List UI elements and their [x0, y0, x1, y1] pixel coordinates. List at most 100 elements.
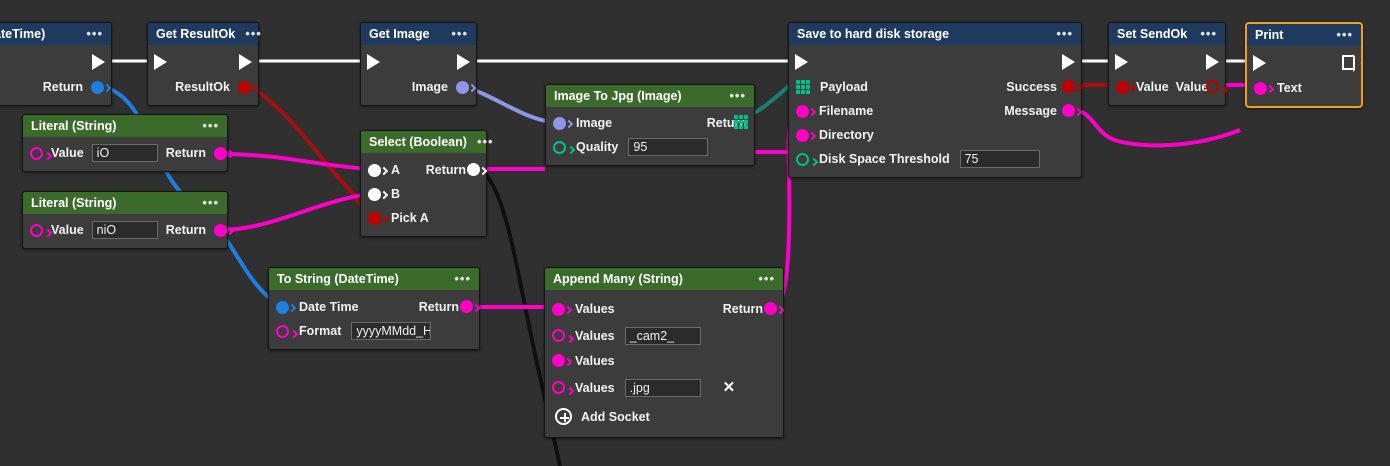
node-header[interactable]: To String (DateTime) ••• — [269, 268, 479, 290]
exec-in-icon[interactable] — [795, 54, 808, 70]
port-text[interactable]: Text — [1247, 76, 1361, 100]
exec-in-icon[interactable] — [1253, 55, 1266, 71]
port-quality[interactable]: Quality 95 — [546, 135, 754, 159]
node-menu-icon[interactable]: ••• — [202, 118, 219, 133]
pin-image-out[interactable] — [456, 80, 469, 94]
literal-value-input[interactable]: iO — [91, 144, 158, 162]
port-return[interactable]: Return — [0, 75, 111, 99]
pin-string-out[interactable] — [460, 300, 473, 313]
exec-in-icon[interactable] — [1115, 54, 1128, 70]
port-payload[interactable]: Payload Success — [789, 75, 1081, 99]
values-2-input[interactable]: _cam2_ — [624, 326, 701, 345]
pin-string-in[interactable] — [1254, 81, 1267, 95]
pin-bytes-in[interactable] — [796, 80, 810, 94]
literal-value-input[interactable]: niO — [91, 221, 158, 239]
values-4-input[interactable]: .jpg — [624, 378, 701, 397]
format-input[interactable]: yyyyMMdd_HH — [351, 322, 432, 340]
port-values-1[interactable]: Values Return — [545, 295, 783, 323]
node-header[interactable]: Now (DateTime) ••• — [0, 23, 111, 45]
port-b[interactable]: B — [361, 182, 486, 206]
node-menu-icon[interactable]: ••• — [454, 271, 471, 286]
node-set-sendok[interactable]: Set SendOk ••• Value Value — [1108, 22, 1226, 106]
node-save-to-hard-disk-storage[interactable]: Save to hard disk storage ••• Payload Su… — [788, 22, 1082, 178]
pin-any-in-a[interactable] — [368, 163, 381, 177]
node-header[interactable]: Image To Jpg (Image) ••• — [546, 85, 754, 107]
port-datetime[interactable]: Date Time Return — [269, 295, 479, 319]
node-menu-icon[interactable]: ••• — [86, 26, 103, 41]
port-values-3[interactable]: Values — [545, 348, 783, 373]
pin-string-out[interactable] — [214, 146, 227, 160]
node-header[interactable]: Select (Boolean) ••• — [361, 131, 493, 153]
pin-string-in-2[interactable] — [552, 329, 565, 342]
pin-boolean-in[interactable] — [1116, 80, 1129, 94]
port-a[interactable]: A Return — [361, 158, 486, 182]
exec-in-icon[interactable] — [367, 54, 380, 70]
pin-string-out[interactable] — [764, 302, 777, 315]
port-value[interactable]: Value niO Return — [23, 218, 227, 242]
node-image-to-jpg[interactable]: Image To Jpg (Image) ••• Image Return Qu… — [545, 84, 755, 166]
pin-any-in-b[interactable] — [368, 187, 381, 201]
pin-string-in-3[interactable] — [552, 354, 565, 367]
node-header[interactable]: Append Many (String) ••• — [545, 268, 783, 290]
port-image-in[interactable]: Image Return — [546, 111, 754, 135]
exec-out-icon[interactable] — [1062, 54, 1075, 70]
port-image[interactable]: Image — [361, 75, 476, 99]
node-header[interactable]: Get Image ••• — [361, 23, 476, 45]
node-menu-icon[interactable]: ••• — [202, 195, 219, 210]
exec-in-icon[interactable] — [154, 54, 167, 70]
port-values-2[interactable]: Values _cam2_ — [545, 323, 783, 348]
node-header[interactable]: Save to hard disk storage ••• — [789, 23, 1081, 45]
pin-number-in[interactable] — [553, 140, 566, 154]
port-resultok[interactable]: ResultOk — [148, 75, 258, 99]
quality-input[interactable]: 95 — [628, 138, 709, 156]
node-header[interactable]: Literal (String) ••• — [23, 192, 227, 214]
pin-message-out[interactable] — [1062, 104, 1075, 117]
node-now-datetime[interactable]: Now (DateTime) ••• Return — [0, 22, 112, 106]
pin-string-in[interactable] — [276, 324, 289, 338]
pin-boolean-out[interactable] — [238, 80, 251, 94]
add-socket-button[interactable]: Add Socket — [545, 402, 783, 427]
pin-string-in-filename[interactable] — [796, 104, 809, 118]
node-menu-icon[interactable]: ••• — [1056, 26, 1073, 41]
node-header[interactable]: Literal (String) ••• — [23, 115, 227, 137]
node-select-boolean[interactable]: Select (Boolean) ••• A Return B Pick A — [360, 130, 493, 237]
node-to-string-datetime[interactable]: To String (DateTime) ••• Date Time Retur… — [268, 267, 480, 350]
pin-bytes-out[interactable] — [734, 115, 748, 129]
exec-out-icon[interactable] — [1206, 54, 1219, 70]
port-filename[interactable]: Filename Message — [789, 99, 1081, 123]
port-value[interactable]: Value iO Return — [23, 141, 227, 165]
pin-boolean-out[interactable] — [1206, 80, 1219, 93]
node-menu-icon[interactable]: ••• — [1200, 26, 1217, 41]
node-menu-icon[interactable]: ••• — [245, 26, 262, 41]
port-pick-a[interactable]: Pick A — [361, 206, 486, 230]
disk-space-threshold-input[interactable]: 75 — [959, 150, 1040, 168]
node-literal-string-io[interactable]: Literal (String) ••• Value iO Return — [22, 114, 228, 172]
node-header[interactable]: Print ••• — [1247, 24, 1361, 46]
pin-success-out[interactable] — [1062, 80, 1075, 93]
node-menu-icon[interactable]: ••• — [451, 26, 468, 41]
node-menu-icon[interactable]: ••• — [729, 88, 746, 103]
node-get-image[interactable]: Get Image ••• Image — [360, 22, 477, 106]
exec-out-icon[interactable] — [239, 54, 252, 70]
node-get-resultok[interactable]: Get ResultOk ••• ResultOk — [147, 22, 262, 106]
pin-datetime-in[interactable] — [276, 300, 289, 314]
node-append-many-string[interactable]: Append Many (String) ••• Values Return V… — [544, 267, 784, 438]
node-menu-icon[interactable]: ••• — [1336, 27, 1353, 42]
port-format[interactable]: Format yyyyMMdd_HH — [269, 319, 479, 343]
port-disk-space-threshold[interactable]: Disk Space Threshold 75 — [789, 147, 1081, 171]
port-directory[interactable]: Directory — [789, 123, 1081, 147]
pin-string-in[interactable] — [30, 223, 43, 237]
exec-out-icon[interactable] — [1342, 54, 1361, 72]
pin-datetime-out[interactable] — [91, 80, 104, 94]
pin-string-in-4[interactable] — [552, 381, 565, 394]
node-menu-icon[interactable]: ••• — [758, 271, 775, 286]
port-values-4[interactable]: Values .jpg ✕ — [545, 373, 783, 402]
pin-image-in[interactable] — [553, 116, 566, 130]
pin-string-in[interactable] — [30, 146, 43, 160]
exec-out-icon[interactable] — [457, 54, 470, 70]
pin-number-in[interactable] — [796, 152, 809, 166]
exec-out-icon[interactable] — [92, 54, 105, 70]
pin-any-out[interactable] — [467, 163, 480, 176]
node-header[interactable]: Set SendOk ••• — [1109, 23, 1225, 45]
